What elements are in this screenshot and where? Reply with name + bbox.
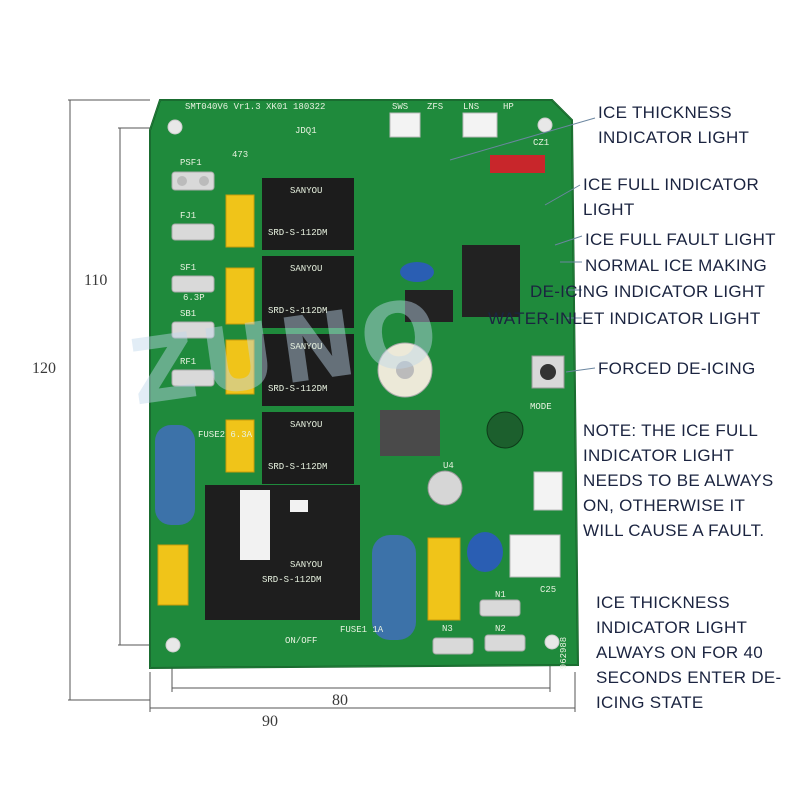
left-terminals — [171, 171, 215, 387]
relays — [205, 178, 360, 620]
mode-label: MODE — [530, 402, 552, 412]
sf1-sub: 6.3P — [183, 293, 205, 303]
label-water-inlet: WATER-INLET INDICATOR LIGHT — [488, 309, 761, 328]
c25-label: C25 — [540, 585, 557, 595]
white-connectors — [389, 112, 563, 578]
electrolytic-cap — [486, 411, 524, 449]
board-model: SMT040V6 Vr1.3 XK01 180322 — [185, 102, 326, 112]
label-forced-deicing: FORCED DE-ICING — [598, 359, 756, 378]
terminal-sf1: SF1 — [180, 263, 197, 273]
dimension-110: 110 — [84, 272, 108, 289]
label-ice-full-fault: ICE FULL FAULT LIGHT — [585, 230, 776, 249]
conn-sws: SWS — [392, 102, 409, 112]
label-de-icing: DE-ICING INDICATOR LIGHT — [530, 282, 766, 301]
label-ice-thickness: ICE THICKNESS INDICATOR LIGHT — [598, 103, 750, 147]
relay2-model: SRD-S-112DM — [268, 306, 328, 316]
label-ice-full: ICE FULL INDICATOR LIGHT — [583, 175, 760, 219]
label-473: 473 — [232, 150, 249, 160]
terminal-psf1: PSF1 — [180, 158, 202, 168]
label-note: NOTE: THE ICE FULL INDICATOR LIGHT NEEDS… — [583, 421, 774, 540]
conn-lns: LNS — [463, 102, 480, 112]
relay3-brand: SANYOU — [290, 342, 323, 352]
label-cz1: CZ1 — [533, 138, 550, 148]
terminal-n3: N3 — [442, 624, 453, 634]
label-jdq1: JDQ1 — [295, 126, 317, 136]
relay2-brand: SANYOU — [290, 264, 323, 274]
terminal-n2: N2 — [495, 624, 506, 634]
relay4-model: SRD-S-112DM — [268, 462, 328, 472]
conn-zfs: ZFS — [427, 102, 444, 112]
terminal-sb1: SB1 — [180, 309, 197, 319]
fuse2-label: FUSE2 6.3A — [198, 430, 253, 440]
terminal-n1: N1 — [495, 590, 506, 600]
dimension-80: 80 — [332, 692, 348, 709]
label-normal-ice: NORMAL ICE MAKING — [585, 256, 768, 275]
relay5-brand: SANYOU — [290, 560, 323, 570]
dimension-90: 90 — [262, 713, 278, 730]
leader-lines — [449, 117, 596, 373]
relay5-model: SRD-S-112DM — [262, 575, 322, 585]
blue-components — [155, 262, 503, 640]
conn-hp: HP — [503, 102, 514, 112]
yellow-capacitors — [157, 194, 461, 621]
u4-label: U4 — [443, 461, 454, 471]
heatsink — [380, 410, 440, 456]
fuse1-label: FUSE1 1A — [340, 625, 384, 635]
bottom-terminals — [432, 599, 526, 655]
relay4-brand: SANYOU — [290, 420, 323, 430]
terminal-rf1: RF1 — [180, 357, 197, 367]
relay3-model: SRD-S-112DM — [268, 384, 328, 394]
relay1-brand: SANYOU — [290, 186, 323, 196]
board-code: 962988 — [559, 636, 570, 670]
label-bottom-note: ICE THICKNESS INDICATOR LIGHT ALWAYS ON … — [596, 593, 782, 712]
ics — [405, 155, 545, 322]
onoff-label: ON/OFF — [285, 636, 318, 646]
dimension-lines — [68, 99, 576, 712]
dimension-120: 120 — [32, 360, 56, 377]
mounting-holes — [165, 117, 560, 653]
terminal-fj1: FJ1 — [180, 211, 197, 221]
relay1-model: SRD-S-112DM — [268, 228, 328, 238]
